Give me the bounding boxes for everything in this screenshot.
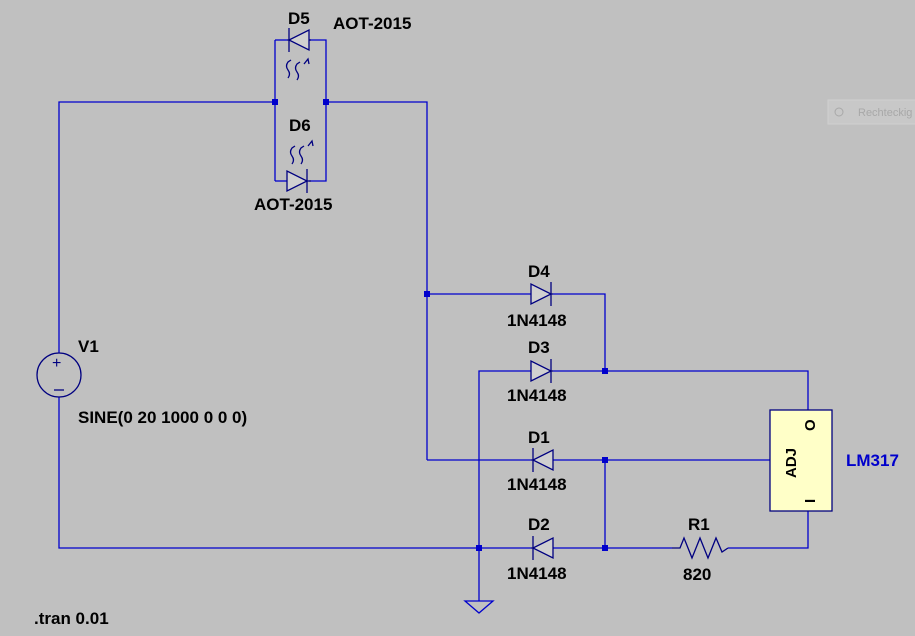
- led-d5[interactable]: D5 AOT-2015: [285, 9, 412, 81]
- junctions: [272, 99, 608, 551]
- light-emission-icon: [285, 57, 310, 81]
- junction: [272, 99, 278, 105]
- wire[interactable]: [326, 101, 428, 460]
- v1-ref: V1: [78, 337, 99, 356]
- d2-ref: D2: [528, 515, 550, 534]
- diode-d2[interactable]: D2 1N4148: [507, 515, 567, 583]
- plus-icon: +: [52, 355, 61, 372]
- d5-ref: D5: [288, 9, 310, 28]
- wire[interactable]: [58, 101, 275, 353]
- gear-icon: [834, 107, 844, 117]
- r1-ref: R1: [688, 515, 710, 534]
- diode-d4[interactable]: D4 1N4148: [507, 262, 567, 330]
- d3-value: 1N4148: [507, 386, 567, 405]
- light-emission-icon: [289, 139, 314, 165]
- junction: [602, 368, 608, 374]
- junction: [323, 99, 329, 105]
- wire[interactable]: [553, 293, 606, 371]
- wire[interactable]: [58, 397, 531, 549]
- lm317-value: LM317: [846, 451, 899, 470]
- ground-symbol[interactable]: [463, 600, 495, 614]
- d6-ref: D6: [289, 116, 311, 135]
- wire[interactable]: [478, 370, 531, 601]
- v1-value: SINE(0 20 1000 0 0 0): [78, 408, 247, 427]
- d3-ref: D3: [528, 338, 550, 357]
- diode-d3[interactable]: D3 1N4148: [507, 338, 567, 405]
- diode-d1[interactable]: D1 1N4148: [507, 428, 567, 494]
- wire[interactable]: [553, 370, 809, 410]
- d4-ref: D4: [528, 262, 550, 281]
- led-d6[interactable]: D6 AOT-2015: [254, 116, 332, 214]
- spice-directive[interactable]: .tran 0.01: [34, 609, 109, 628]
- pin-out-label: O: [802, 419, 819, 431]
- r1-value: 820: [683, 565, 711, 584]
- d1-value: 1N4148: [507, 475, 567, 494]
- voltage-source-v1[interactable]: + V1 SINE(0 20 1000 0 0 0): [36, 337, 247, 427]
- junction: [602, 545, 608, 551]
- d4-value: 1N4148: [507, 311, 567, 330]
- d1-ref: D1: [528, 428, 550, 447]
- d5-value: AOT-2015: [333, 14, 411, 33]
- shape-tool-overlay[interactable]: Rechteckig: [827, 99, 915, 125]
- wire[interactable]: [309, 39, 327, 182]
- junction: [424, 291, 430, 297]
- pin-adj-label: ADJ: [783, 448, 800, 478]
- junction: [476, 545, 482, 551]
- resistor-r1[interactable]: R1 820: [672, 515, 729, 584]
- pin-in-label: I: [802, 499, 819, 503]
- shape-tool-label: Rechteckig: [858, 107, 912, 119]
- wires: [58, 39, 809, 601]
- wire[interactable]: [728, 511, 809, 549]
- regulator-lm317[interactable]: ADJ O I LM317: [769, 409, 899, 512]
- d2-value: 1N4148: [507, 564, 567, 583]
- d6-value: AOT-2015: [254, 195, 332, 214]
- junction: [602, 457, 608, 463]
